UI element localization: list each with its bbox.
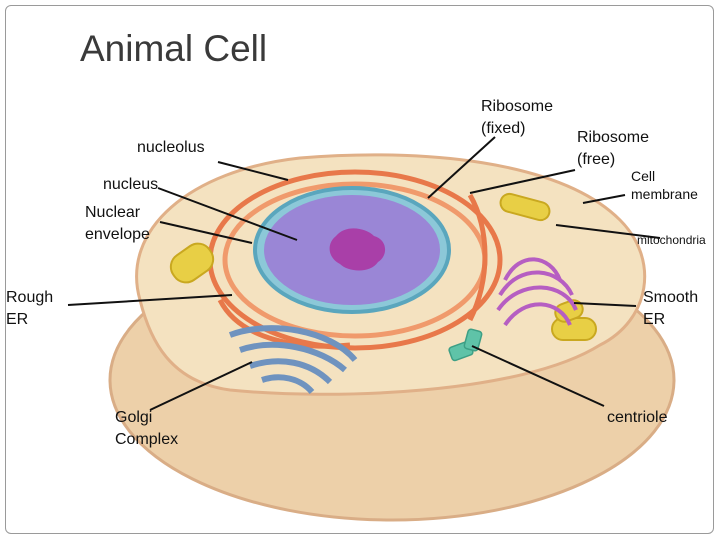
- label-ribosome-free: Ribosome (free): [577, 127, 649, 171]
- label-golgi-complex: Golgi Complex: [115, 407, 178, 451]
- label-nuclear-envelope-line1: Nuclear: [85, 204, 141, 221]
- label-nuclear-envelope: Nuclear envelope: [85, 202, 150, 246]
- label-nuclear-envelope-line2: envelope: [85, 226, 150, 243]
- label-golgi-complex-line1: Golgi: [115, 409, 153, 426]
- leader-lines: [67, 136, 661, 411]
- nucleolus-shape: [329, 228, 386, 271]
- label-cell-membrane-line1: Cell: [631, 168, 656, 184]
- label-ribosome-fixed-line2: (fixed): [481, 120, 526, 137]
- label-ribosome-fixed: Ribosome (fixed): [481, 96, 553, 140]
- label-rough-er-line1: Rough: [6, 289, 54, 306]
- label-smooth-er-line1: Smooth: [643, 289, 699, 306]
- label-mitochondria: mitochondria: [637, 233, 706, 247]
- label-centriole: centriole: [607, 409, 668, 426]
- label-nucleolus: nucleolus: [137, 139, 205, 156]
- label-nucleus: nucleus: [103, 176, 159, 193]
- label-rough-er: Rough ER: [6, 287, 53, 331]
- slide-title: Animal Cell: [80, 28, 268, 69]
- label-rough-er-line2: ER: [6, 311, 29, 328]
- golgi-shape: [228, 325, 358, 395]
- label-cell-membrane-line2: membrane: [631, 186, 698, 202]
- slide-frame: [5, 5, 714, 534]
- centriole-shape: [448, 328, 483, 362]
- label-cell-membrane: Cell membrane: [631, 167, 698, 203]
- smooth-er-shape: [496, 257, 578, 327]
- label-golgi-complex-line2: Complex: [115, 431, 179, 448]
- label-smooth-er: Smooth ER: [643, 287, 698, 331]
- label-ribosome-free-line2: (free): [577, 151, 616, 168]
- label-smooth-er-line2: ER: [643, 311, 666, 328]
- label-ribosome-free-line1: Ribosome: [577, 129, 650, 146]
- label-ribosome-fixed-line1: Ribosome: [481, 98, 554, 115]
